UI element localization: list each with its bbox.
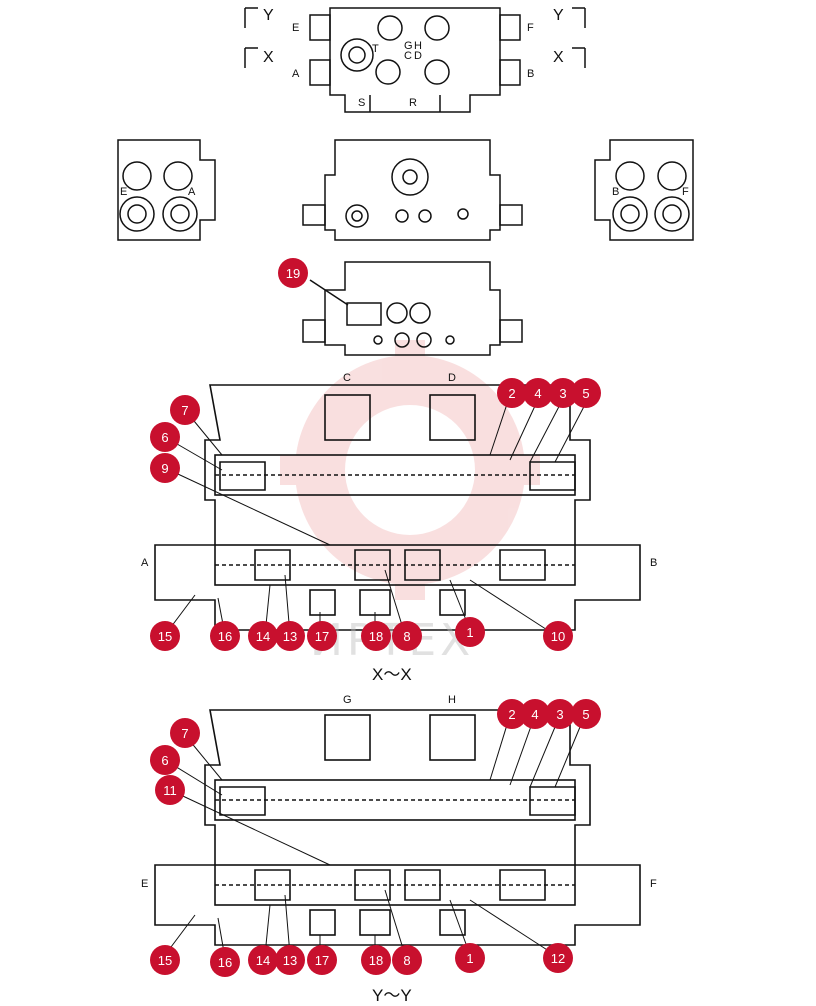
section-y-caption: Y～Y [372,986,412,1005]
section-y-leaders [164,714,586,959]
top-bottom-label-s: S [358,97,366,109]
callout-x-7: 7 [170,395,200,425]
side-right-label-b: B [612,186,620,198]
callout-y-7: 7 [170,718,200,748]
section-y-port-h: H [448,694,456,706]
detail-view [302,261,523,356]
callout-y-12: 12 [543,943,573,973]
side-right-label-f: F [682,186,689,198]
callout-y-5: 5 [571,699,601,729]
top-port-left-1: E [292,22,300,34]
callout-y-16: 16 [210,947,240,977]
callout-y-14: 14 [248,945,278,975]
section-x-caption: X～X [372,665,412,684]
section-y-port-g: G [343,694,352,706]
top-bottom-label-r: R [409,97,417,109]
section-x-body [154,384,641,631]
side-left-label-e: E [120,186,128,198]
callout-y-15: 15 [150,945,180,975]
section-x-port-c: C [343,372,351,384]
section-x-port-b: B [650,557,658,569]
callout-19: 19 [278,258,308,288]
top-center-label-d: D [414,50,422,62]
callout-x-1: 1 [455,617,485,647]
watermark-logo [280,340,540,600]
top-center-label-t: T [372,43,379,55]
callout-x-9: 9 [150,453,180,483]
callout-x-8: 8 [392,621,422,651]
callout-x-10: 10 [543,621,573,651]
callout-x-5: 5 [571,378,601,408]
section-mark-x-left: X [263,49,275,66]
callout-y-18: 18 [361,945,391,975]
callout-y-3: 3 [545,699,575,729]
top-center-label-g: G [404,40,413,52]
side-view-left [117,139,216,241]
side-view-right [594,139,694,241]
section-mark-y-right: Y [553,7,565,24]
callout-x-14: 14 [248,621,278,651]
section-x-port-a: A [141,557,149,569]
section-x-port-d: D [448,372,456,384]
section-y-body [154,709,641,946]
top-port-left-2: A [292,68,300,80]
top-view [244,7,586,113]
top-center-label-h: H [414,40,422,52]
callout-y-17: 17 [307,945,337,975]
callout-y-6: 6 [150,745,180,775]
callout-y-11: 11 [155,775,185,805]
callout-x-6: 6 [150,422,180,452]
top-port-right-1: F [527,22,534,34]
callout-x-13: 13 [275,621,305,651]
callout-x-18: 18 [361,621,391,651]
section-y-port-e: E [141,878,149,890]
top-center-label-c: C [404,50,412,62]
top-port-right-2: B [527,68,535,80]
callout-x-17: 17 [307,621,337,651]
side-left-label-a: A [188,186,196,198]
callout-y-1: 1 [455,943,485,973]
callout-y-8: 8 [392,945,422,975]
callout-y-13: 13 [275,945,305,975]
section-mark-y-left: Y [263,7,275,24]
callout-x-2: 2 [497,378,527,408]
callout-x-16: 16 [210,621,240,651]
section-mark-x-right: X [553,49,565,66]
callout-x-15: 15 [150,621,180,651]
section-y-port-f: F [650,878,657,890]
side-view-center [302,139,523,241]
